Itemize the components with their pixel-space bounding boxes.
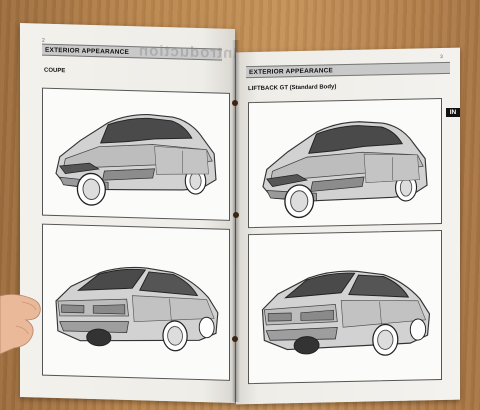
left-page: 2 EXTERIOR APPEARANCE Introduction COUPE: [20, 22, 238, 404]
coupe-label: COUPE: [44, 67, 66, 75]
bleed-through-heading: Introduction: [138, 42, 238, 63]
binding-hole: [232, 336, 238, 342]
car-front-three-quarter-drawing-icon: [43, 89, 229, 220]
right-page: 3 EXTERIOR APPEARANCE LIFTBACK GT (Stand…: [236, 47, 460, 405]
car-front-three-quarter-drawing-icon: [249, 99, 441, 227]
right-page-number: 3: [440, 54, 443, 61]
page-gutter: [232, 40, 240, 402]
coupe-rear-panel: [42, 223, 230, 381]
binding-hole: [233, 212, 239, 218]
coupe-front-panel: [42, 87, 230, 221]
liftback-rear-panel: [248, 230, 442, 385]
liftback-label: LIFTBACK GT (Standard Body): [248, 84, 337, 93]
right-page-header: EXTERIOR APPEARANCE: [246, 61, 450, 79]
car-rear-three-quarter-drawing-icon: [43, 225, 229, 380]
hand-icon: [0, 294, 41, 355]
binding-hole: [232, 100, 238, 106]
car-rear-three-quarter-drawing-icon: [249, 231, 441, 383]
liftback-front-panel: [248, 98, 442, 229]
section-tab: IN: [446, 108, 460, 117]
